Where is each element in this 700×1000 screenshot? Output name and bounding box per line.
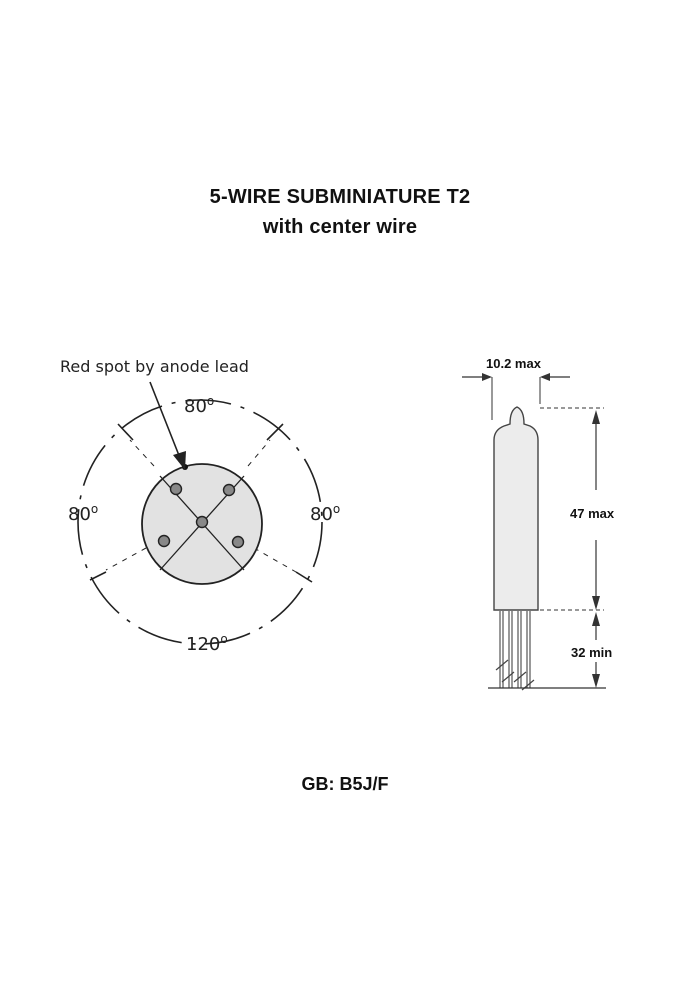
angle-tick-upper-left [117, 423, 134, 441]
tube-outline-drawing [462, 373, 606, 691]
annotation-arrow [149, 381, 181, 459]
angle-tick-lower-right [295, 571, 313, 583]
angle-label-left: 80o [68, 502, 98, 525]
arrow-head [173, 451, 186, 470]
pin-center [195, 515, 209, 529]
lead-dimension-label: 32 min [571, 645, 612, 660]
tube-envelope [493, 406, 539, 611]
base-pin-diagram [77, 381, 323, 645]
anode-annotation: Red spot by anode lead [60, 357, 249, 376]
outer-angle-circle [77, 399, 323, 645]
angle-tick-lower-left [89, 571, 107, 581]
base-code-label: GB: B5J/F [301, 774, 389, 794]
angle-label-bottom: 120o [186, 632, 228, 655]
length-dimension-label: 47 max [570, 506, 615, 521]
pin-lower-right [231, 535, 245, 549]
pin-upper-right [222, 483, 236, 497]
tube-leads [499, 611, 531, 688]
pin-anode [169, 482, 183, 496]
diagram-subtitle: with center wire [262, 216, 418, 238]
angle-label-right: 80o [310, 502, 340, 525]
diagram-title: 5-WIRE SUBMINIATURE T2 [209, 186, 471, 208]
pin-lower-left [157, 534, 171, 548]
angle-tick-upper-right [266, 423, 284, 441]
width-dimension-label: 10.2 max [486, 356, 542, 371]
angle-label-top: 80o [184, 394, 214, 417]
